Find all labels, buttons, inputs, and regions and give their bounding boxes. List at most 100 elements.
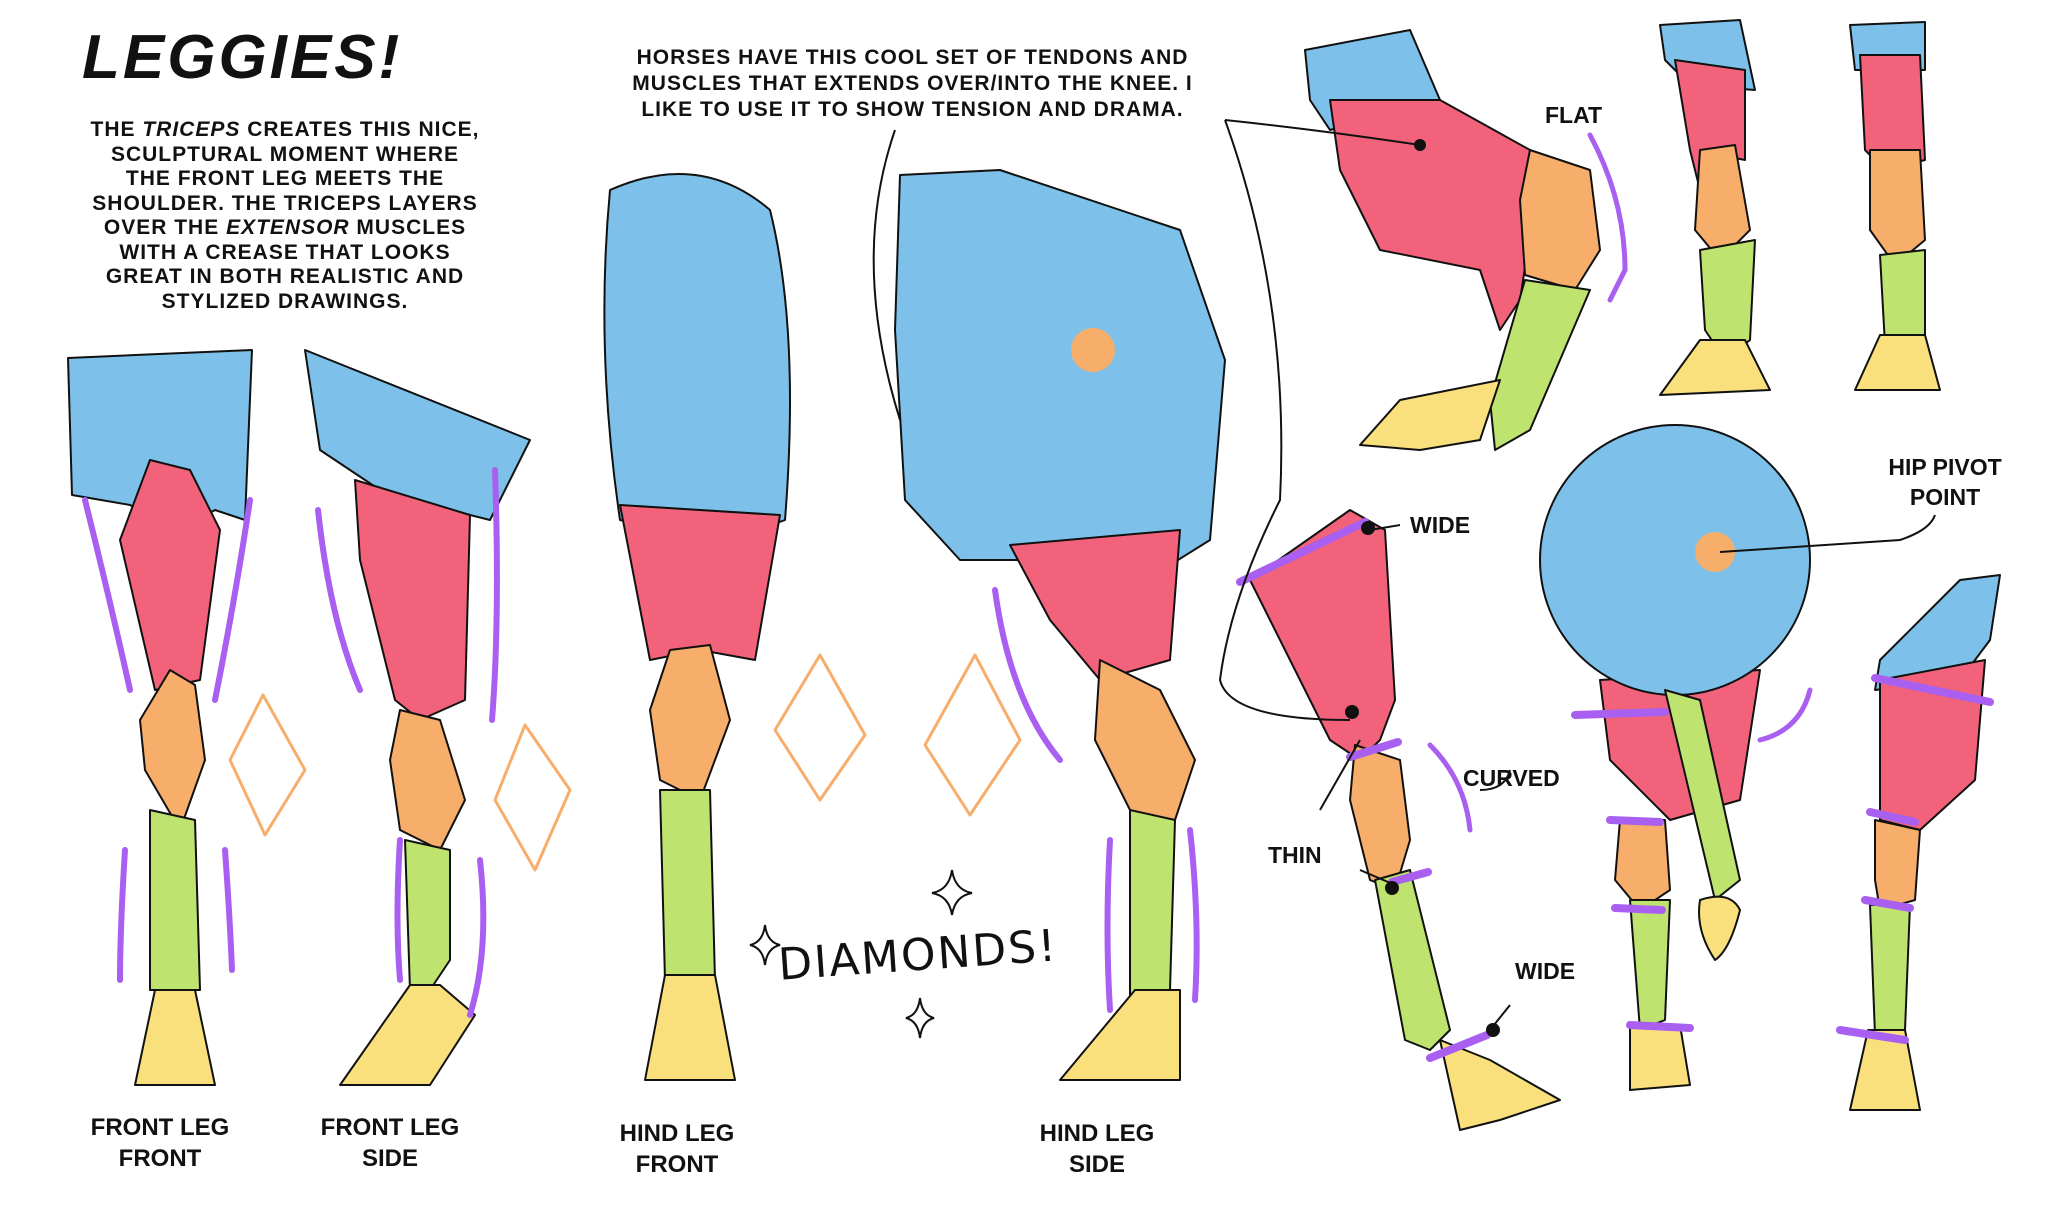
sketch-shape xyxy=(872,129,901,421)
sketch-shape xyxy=(1236,518,1491,1062)
sketch-shape xyxy=(1757,687,1813,743)
front-leg-back-drawing xyxy=(1849,21,1941,391)
sketch-shape xyxy=(1249,509,1396,761)
sketch-shape xyxy=(1361,521,1375,535)
callout-lines xyxy=(872,119,1936,1031)
triceps-description: THE TRICEPS CREATES THIS NICE, SCULPTURA… xyxy=(60,118,510,314)
sketch-shape xyxy=(139,669,206,831)
sketch-shape xyxy=(1836,674,1994,1044)
sketch-shape xyxy=(1519,149,1601,291)
sketch-shape xyxy=(134,989,216,1086)
sketch-shape xyxy=(1629,1024,1691,1091)
sketch-shape xyxy=(354,479,471,721)
sketch-shape xyxy=(149,809,201,991)
sketch-shape xyxy=(1869,904,1911,1036)
sketch-shape xyxy=(1879,249,1926,346)
sketch-shape xyxy=(1874,819,1921,911)
page-title: LEGGIES! xyxy=(82,23,403,92)
sketch-shape xyxy=(749,924,781,966)
sketch-shape xyxy=(894,169,1226,591)
label-line: FRONT xyxy=(118,1145,202,1172)
sketch-shape xyxy=(1869,149,1926,266)
sketch-shape xyxy=(315,467,500,1018)
sketch-shape xyxy=(1345,705,1359,719)
sketch-shape xyxy=(1224,119,1421,146)
label-line: FRONT LEG xyxy=(320,1114,460,1141)
callout-wide-bottom: WIDE xyxy=(1515,958,1576,984)
label-line: SIDE xyxy=(1068,1151,1125,1178)
sketch-shape xyxy=(1698,895,1741,961)
sketch-shape xyxy=(1427,742,1473,833)
sketch-shape xyxy=(1879,659,1986,831)
diamond-outline xyxy=(773,653,867,802)
sketch-shape xyxy=(659,789,716,981)
label-line: POINT xyxy=(1909,484,1981,510)
callout-wide-top: WIDE xyxy=(1410,512,1471,538)
sketch-shape xyxy=(644,974,736,1081)
sketch-shape xyxy=(1587,132,1628,303)
front-leg-diagonal-drawing xyxy=(1836,574,2001,1111)
label-hind-leg-side: HIND LEG SIDE xyxy=(987,1118,1207,1180)
hind-leg-side-drawing xyxy=(894,169,1226,1081)
hip-pivot-leg-drawing xyxy=(1539,424,1813,1091)
hind-leg-front-drawing xyxy=(603,173,1022,1081)
sketch-shape xyxy=(119,459,221,691)
sketch-shape xyxy=(1319,514,1936,1031)
width-study-leg-drawing xyxy=(1236,509,1561,1131)
sketch-shape xyxy=(1659,339,1771,396)
sketch-shape xyxy=(1614,819,1671,911)
text-line: STYLIZED DRAWINGS. xyxy=(161,289,409,313)
sketch-shape xyxy=(1374,869,1451,1051)
sketch-shape xyxy=(931,869,973,916)
pivot-dot xyxy=(1071,328,1115,372)
text-line: SHOULDER. THE TRICEPS LAYERS xyxy=(92,191,478,215)
label-line: FRONT LEG xyxy=(90,1114,230,1141)
sketch-shape xyxy=(1218,119,1351,721)
diamond-outline xyxy=(923,653,1022,817)
sketch-shape xyxy=(82,497,253,983)
sketch-shape xyxy=(1439,1039,1561,1131)
text-line: THE FRONT LEG MEETS THE xyxy=(125,167,445,190)
label-hind-leg-front: HIND LEG FRONT xyxy=(567,1118,787,1180)
sketch-shape xyxy=(1359,379,1501,451)
sketch-shape xyxy=(1571,708,1694,1032)
sketch-shape xyxy=(603,173,791,534)
sketch-shape xyxy=(1664,689,1741,901)
text-line: WITH A CREASE THAT LOOKS xyxy=(119,240,451,264)
label-line: FRONT xyxy=(635,1151,719,1178)
sketch-shape xyxy=(992,587,1200,1013)
text-line: HORSES HAVE THIS COOL SET OF TENDONS AND xyxy=(636,46,1189,69)
hip-pivot-dot xyxy=(1695,532,1735,572)
callout-flat: FLAT xyxy=(1545,102,1603,128)
label-line: HIND LEG xyxy=(619,1120,735,1147)
sketch-shape xyxy=(905,997,935,1039)
hind-leg-back-drawing xyxy=(1659,19,1771,396)
label-front-leg-front: FRONT LEG FRONT xyxy=(50,1112,270,1174)
text-line: LIKE TO USE IT TO SHOW TENSION AND DRAMA… xyxy=(641,98,1184,121)
text-line: SCULPTURAL MOMENT WHERE xyxy=(110,142,460,166)
sketch-shape xyxy=(339,984,476,1086)
sketch-shape xyxy=(1094,659,1196,821)
text-line: OVER THE EXTENSOR MUSCLES xyxy=(103,216,467,239)
tendon-note: HORSES HAVE THIS COOL SET OF TENDONS AND… xyxy=(575,45,1250,123)
label-line: HIND LEG xyxy=(1039,1120,1155,1147)
sketch-shape xyxy=(649,644,731,801)
front-leg-front-drawing xyxy=(67,349,307,1086)
sketch-shape xyxy=(1414,139,1426,151)
front-leg-side-drawing xyxy=(304,349,572,1086)
callout-curved: CURVED xyxy=(1463,765,1560,791)
sketch-shape xyxy=(1874,574,2001,691)
text-line: MUSCLES THAT EXTENDS OVER/INTO THE KNEE.… xyxy=(632,72,1193,95)
sketch-shape xyxy=(1385,881,1399,895)
sketch-shape xyxy=(1854,334,1941,391)
sketch-shape xyxy=(1539,424,1811,696)
callout-dots xyxy=(1345,139,1500,1037)
bent-leg-drawing xyxy=(1304,29,1628,451)
sketch-shape xyxy=(1849,1029,1921,1111)
sketch-shape xyxy=(1349,744,1411,891)
text-line: GREAT IN BOTH REALISTIC AND xyxy=(105,265,465,288)
sketch-shape xyxy=(389,709,466,851)
sketch-shape xyxy=(1486,1023,1500,1037)
